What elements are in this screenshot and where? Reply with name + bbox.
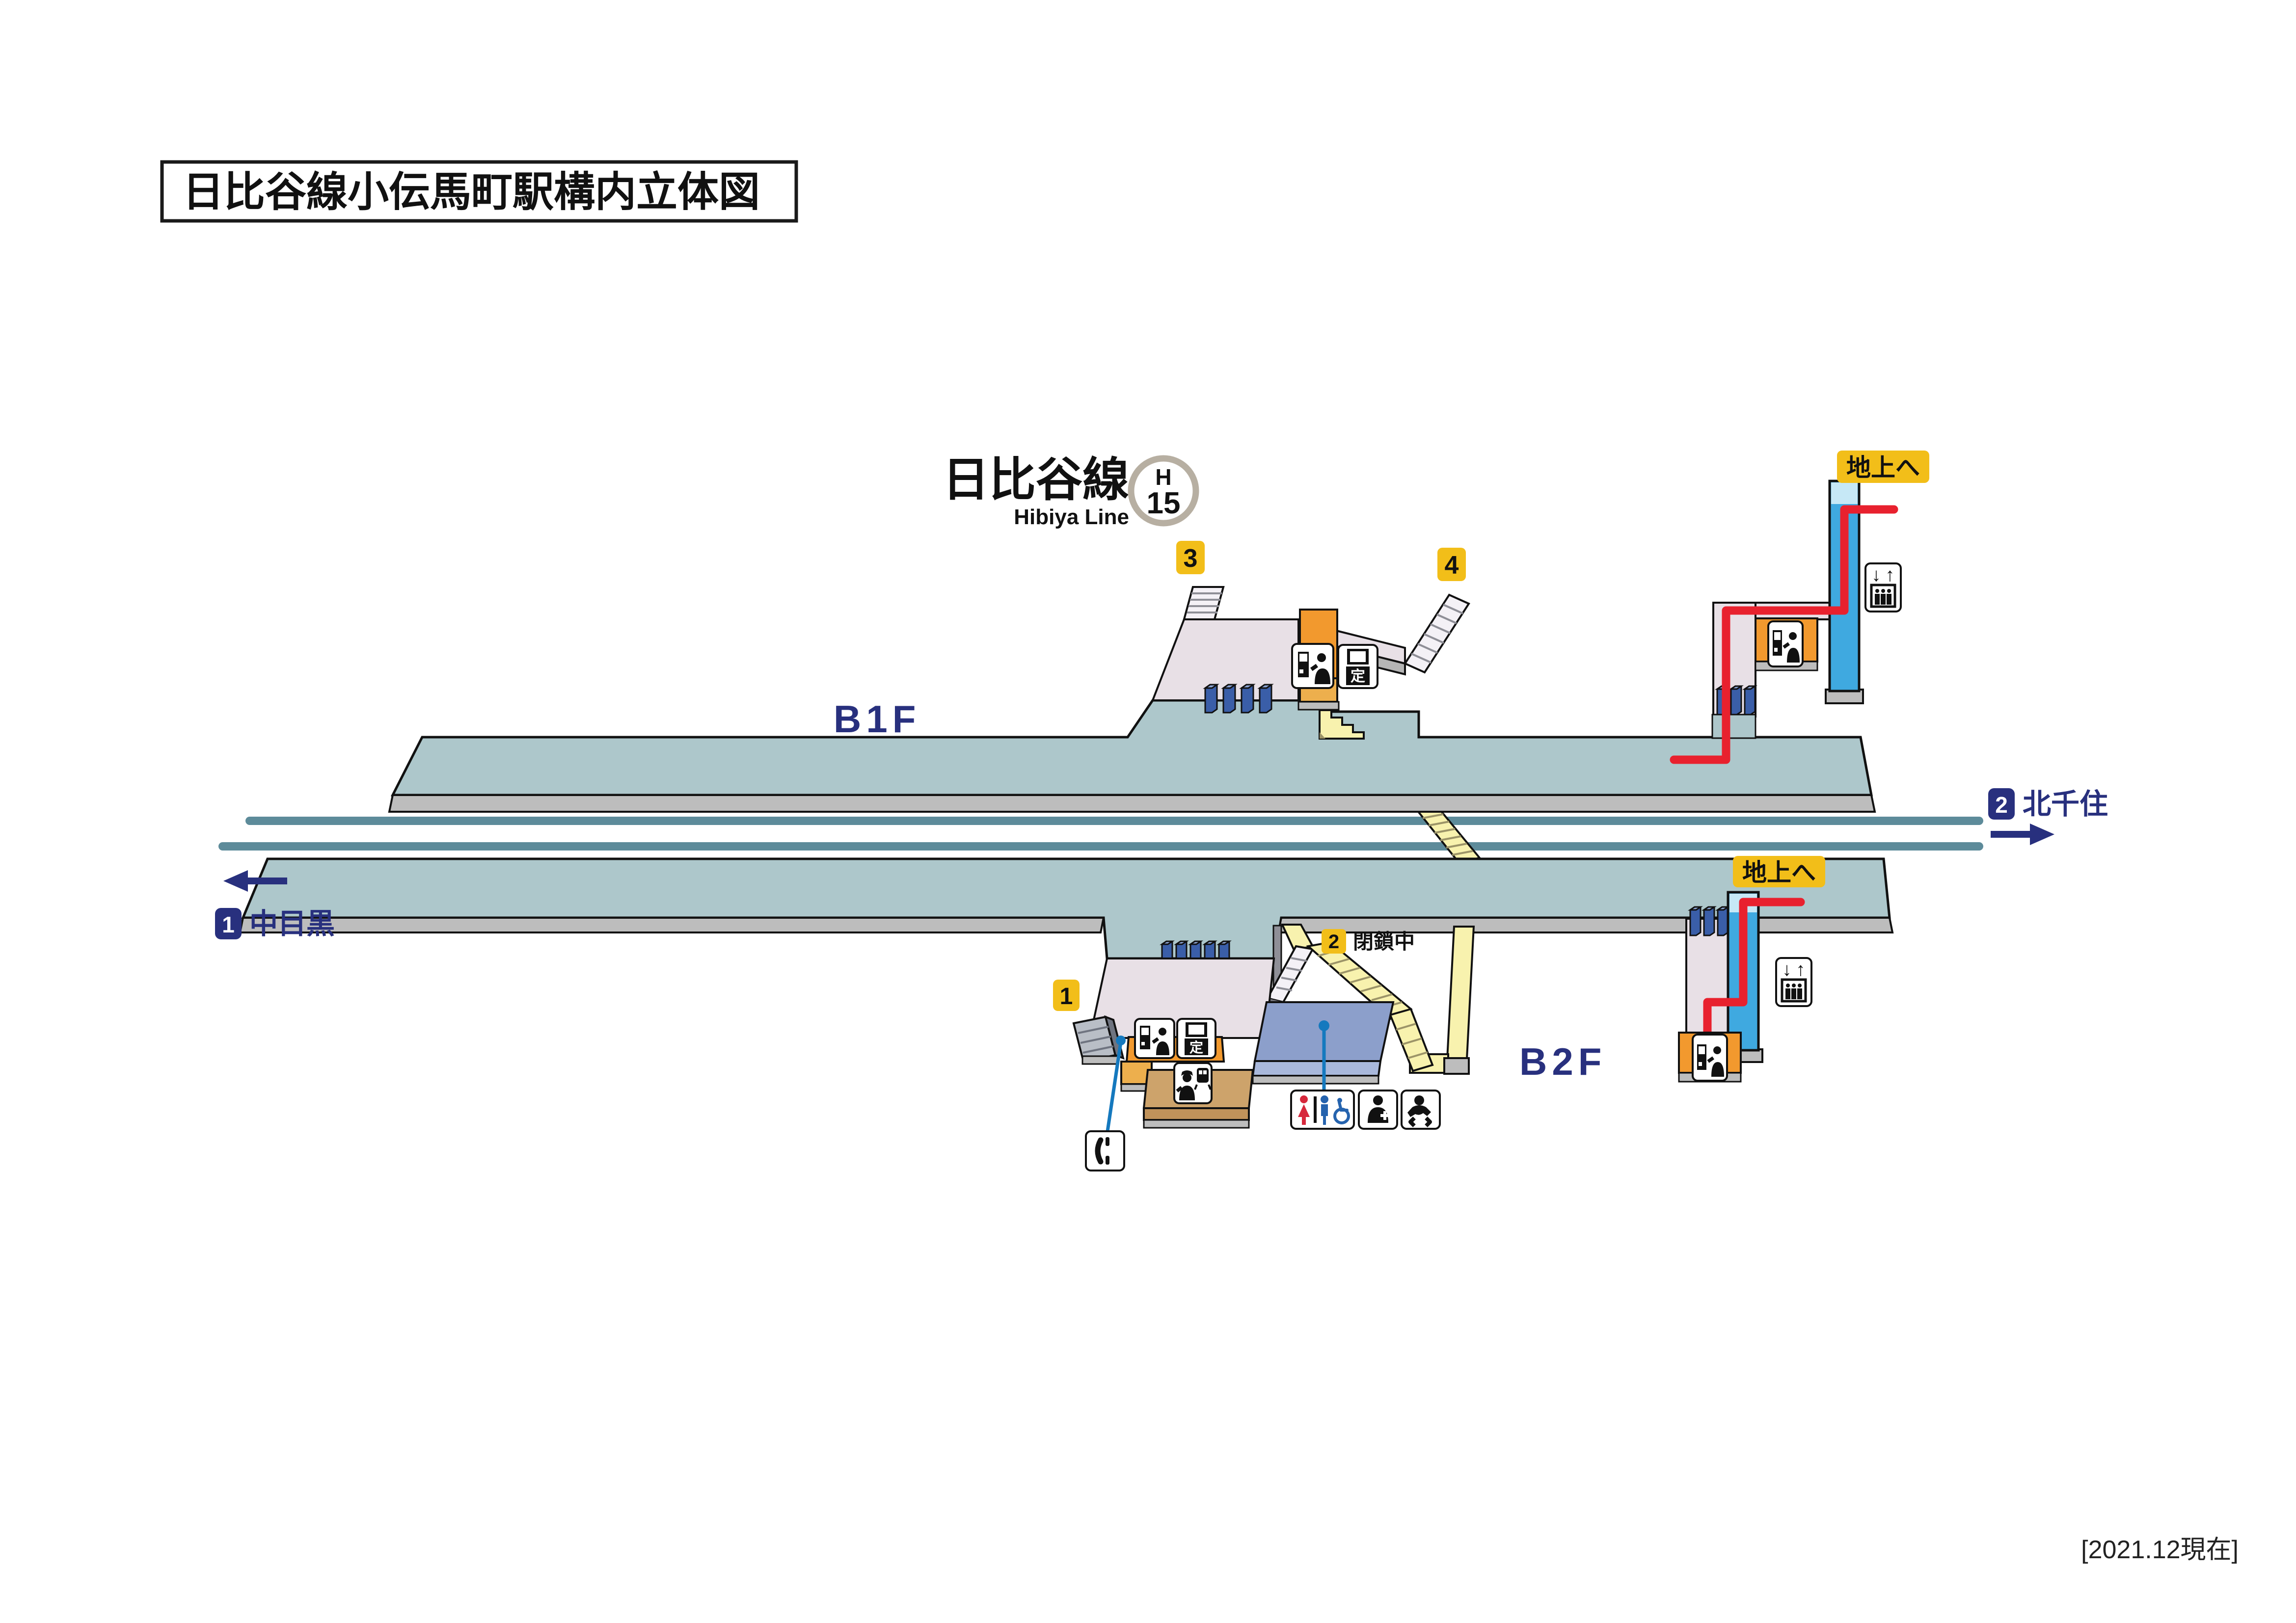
elevator-icon: ↓ ↑	[1775, 957, 1812, 1007]
title-box: 日比谷線小伝馬町駅構内立体図	[160, 160, 798, 223]
station-code-circle	[1128, 455, 1199, 527]
staffed-ticket-gate-icon	[1767, 620, 1804, 667]
staffed-ticket-gate-icon	[1291, 643, 1334, 689]
commuter-pass-icon: 定	[1337, 644, 1378, 689]
b2f-right-ticket-gates	[1688, 906, 1730, 936]
svg-text:↓: ↓	[1872, 565, 1881, 585]
platform1-number: 1	[222, 912, 235, 937]
b1f-ticket-gates	[1203, 684, 1274, 714]
line-name-ja: 日比谷線	[943, 454, 1129, 506]
track-southbound	[218, 842, 1983, 851]
staffed-ticket-gate-icon	[1692, 1034, 1728, 1082]
elevator-icon: ↓ ↑	[1864, 562, 1902, 612]
b1f-label: B1F	[834, 697, 920, 741]
b1f-platform-stairs	[1319, 709, 1365, 740]
b1f-platform	[388, 699, 1876, 813]
public-phone-icon	[1085, 1130, 1125, 1171]
svg-text:地上へ: 地上へ	[1846, 454, 1920, 481]
platform2-destination: 北千住	[2023, 788, 2108, 820]
staffed-ticket-gate-icon	[1134, 1018, 1175, 1059]
b1f-accessible-route	[1670, 505, 1898, 764]
b1f-platform-side	[388, 794, 1876, 813]
svg-text:3: 3	[1184, 544, 1198, 573]
track-northbound	[245, 817, 1983, 825]
exit4-badge: 4	[1437, 548, 1466, 581]
direction-nakameguro: 1 中目黒	[215, 870, 335, 940]
svg-text:2: 2	[1328, 931, 1339, 953]
closed-note: 閉鎖中	[1353, 930, 1415, 953]
direction-kitasenju: 2 北千住	[1988, 788, 2108, 845]
exit1-badge: 1	[1053, 980, 1080, 1011]
platform2-number: 2	[1995, 792, 2008, 818]
svg-text:↑: ↑	[1886, 565, 1895, 585]
baby-care-icon	[1401, 1090, 1441, 1130]
page-title: 日比谷線小伝馬町駅構内立体図	[183, 169, 760, 215]
station-code-number: 15	[1147, 486, 1181, 520]
exit4-stairs	[1404, 593, 1470, 674]
station-office-icon	[1173, 1062, 1213, 1104]
svg-text:↑: ↑	[1796, 959, 1806, 980]
care-room-icon	[1358, 1090, 1398, 1130]
line-logo: 日比谷線 Hibiya Line H 15	[943, 454, 1199, 529]
svg-text:地上へ: 地上へ	[1742, 859, 1816, 886]
svg-text:4: 4	[1445, 551, 1459, 580]
b2f-platform	[239, 857, 1894, 960]
b2f-accessible-route	[1703, 898, 1805, 1045]
facility-link-lines	[1106, 1020, 1329, 1132]
svg-text:↓: ↓	[1783, 959, 1792, 980]
exit3-stairs	[1183, 586, 1225, 620]
to-ground-upper-label: 地上へ	[1837, 451, 1929, 483]
b2f-label: B2F	[1519, 1040, 1606, 1083]
platform1-destination: 中目黒	[249, 908, 335, 940]
toilet-accessible-icon	[1290, 1090, 1355, 1130]
svg-text:定: 定	[1189, 1039, 1203, 1055]
commuter-pass-icon: 定	[1176, 1018, 1216, 1059]
line-name-en: Hibiya Line	[1014, 505, 1129, 529]
b2f-yellow-stairs	[1306, 941, 1434, 1072]
station-code-letter: H	[1155, 464, 1171, 490]
svg-text:1: 1	[1060, 984, 1073, 1010]
b2f-platform-side-left	[239, 917, 1105, 933]
exit3-badge: 3	[1176, 541, 1205, 574]
map-date: [2021.12現在]	[2081, 1536, 2239, 1564]
to-ground-lower-label: 地上へ	[1733, 856, 1825, 887]
tracks	[218, 817, 1983, 851]
svg-text:定: 定	[1351, 668, 1365, 685]
exit2-closed-label: 2 閉鎖中	[1322, 929, 1415, 954]
